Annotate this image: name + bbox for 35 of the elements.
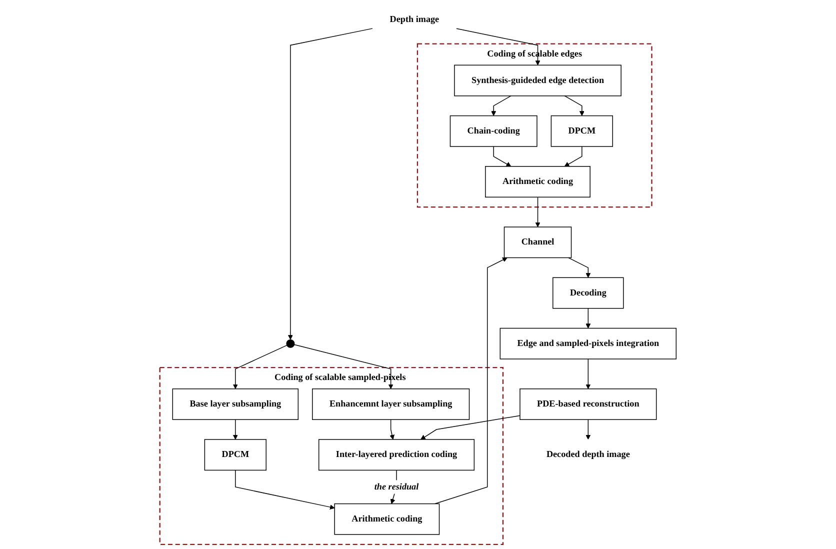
arrow <box>456 28 540 66</box>
node-box: Synthesis-guideded edge detection <box>454 64 622 96</box>
node-box: Base layer subsampling <box>172 388 299 420</box>
node-box: PDE-based reconstruction <box>520 388 657 420</box>
node-box: Arithmetic coding <box>334 503 440 535</box>
node-text: Decoded depth image <box>546 450 630 460</box>
arrow <box>232 344 288 390</box>
node-box: Enhancemnt layer subsampling <box>312 388 470 420</box>
arrow <box>586 358 591 390</box>
arrow <box>564 96 584 116</box>
arrow <box>564 146 582 167</box>
node-box: Edge and sampled-pixels integration <box>500 328 677 360</box>
arrow <box>390 419 394 440</box>
arrow <box>294 344 394 390</box>
arrow <box>535 196 540 228</box>
arrow <box>420 415 520 440</box>
arrow <box>288 28 374 340</box>
arrow <box>493 146 512 167</box>
node-box: Arithmetic coding <box>485 166 590 198</box>
arrow <box>491 96 512 116</box>
arrow <box>434 258 508 504</box>
arrow <box>232 419 238 440</box>
arrow <box>235 470 335 510</box>
node-box: DPCM <box>550 115 613 147</box>
arrow <box>586 308 591 328</box>
node-box: Channel <box>504 226 572 258</box>
node-box: Decoding <box>552 277 624 309</box>
arrow <box>568 257 591 278</box>
node-box: DPCM <box>204 439 266 471</box>
node-box: Inter-layered prediction coding <box>318 439 475 471</box>
edge-label: the residual <box>374 482 419 492</box>
node-box: Chain-coding <box>450 115 538 147</box>
arrow <box>586 419 591 440</box>
node-circle <box>286 339 295 348</box>
node-text: Depth image <box>390 14 440 24</box>
